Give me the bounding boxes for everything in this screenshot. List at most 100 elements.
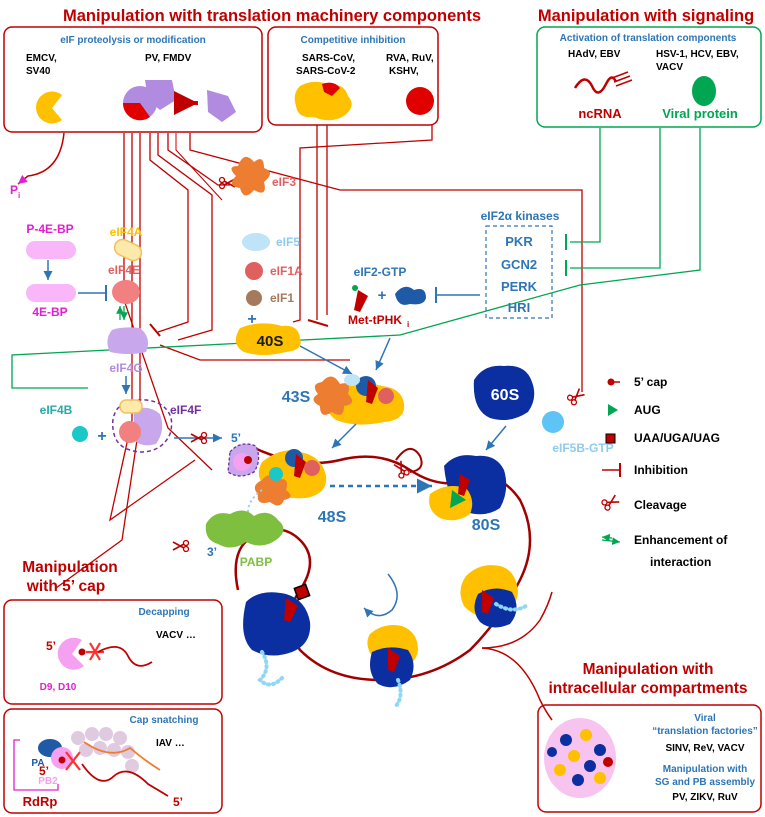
rdrp-label: RdRp [23,794,58,809]
five-prime-mrna-label: 5’ [231,431,241,445]
header-compartments-line2: intracellular compartments [549,680,748,697]
cap-snatching-five-prime-a: 5’ [39,764,49,778]
polysome-stop-icon [293,583,311,601]
header-compartments-line1: Manipulation with [583,661,714,678]
pabp-shape [205,510,284,548]
d9-d10-shape [57,637,84,670]
peptide-chain-1 [257,650,284,687]
peptide-chain-2 [494,602,528,612]
header-cap-line2: with 5’ cap [26,578,105,595]
decapping-mrna [97,646,153,667]
activation-title: Activation of translation components [560,33,737,44]
80s-label: 80S [472,517,501,534]
activation-virus-hadv: HAdV, EBV [568,49,621,60]
43s-eif1a-shape [378,388,394,404]
scissors-icon [600,492,621,512]
met-trna-shape [354,290,368,312]
4ebp-shape [26,284,76,302]
60s-label: 60S [491,387,520,404]
sg-viruses: PV, ZIKV, RuV [672,792,738,803]
activation-virus-vacv: VACV [656,62,683,73]
eif4e-red-icon [122,103,150,121]
box-decapping [3,599,223,705]
cap-snatching-viral-rna [83,741,161,771]
p4ebp-shape [26,241,76,259]
met-trna-sub: i [407,320,409,329]
eif4b-label: eIF4B [40,403,73,417]
60s-shape [473,365,535,420]
48s-eif3-shape [254,475,291,506]
48s-cap-icon [244,456,252,464]
decapping-virus: VACV … [156,630,196,641]
cap-snatching-polymerase-cluster [71,727,139,773]
eif2-shape [395,286,426,305]
enhancement-line [11,128,701,389]
eif1-label: eIF1 [270,291,294,305]
80s-aug-icon [450,490,466,508]
eif4a-shape [113,238,143,262]
eif2-gtp-label: eIF2-GTP [354,265,407,279]
viral-protein-label: Viral protein [662,106,738,121]
43s-trna-shape [366,380,378,404]
activation-line-pkr [570,128,601,243]
line-cleave-pabp [109,133,196,522]
proteolysis-virus-emcv: EMCV, [26,53,57,64]
arrow-60s-to-80s [485,425,507,451]
box-cap-snatching [3,708,223,814]
polysome-1-shape [243,592,311,656]
decapping-enzymes: D9, D10 [40,682,77,693]
compartment-brace-top [481,591,553,649]
p4ebp-label: P-4E-BP [26,222,73,236]
eif4e-shape [112,280,140,304]
enhancement-back-icon [601,533,613,542]
eif4f-label: eIF4F [170,403,201,417]
three-prime-label: 3’ [207,545,217,559]
inhibit-bar-40s [307,319,329,327]
header-machinery: Manipulation with translation machinery … [63,7,481,25]
legend-cleavage-label: Cleavage [634,498,687,512]
80s-trna-shape [458,474,470,496]
box-competitive [267,26,439,126]
48s-label: 48S [318,509,347,526]
ncrna-label: ncRNA [578,106,622,121]
rdrp-bracket [13,739,59,791]
kinase-perk: PERK [501,279,538,294]
polysome-3-trna [388,648,400,672]
polysome-2-trna [482,590,494,614]
inhibit-line-40s-c [292,125,433,323]
pi-label: P [10,183,18,197]
sg-title-line1: Manipulation with [663,764,747,775]
factory-ribosomes-cluster [547,729,613,786]
pa-label: PA [31,758,44,769]
line-to-cap-box [55,133,141,589]
eif1-shape [246,290,262,306]
cleaved-fragment-icon [207,90,236,122]
40s-label: 40S [257,333,284,350]
legend-stop-label: UAA/UGA/UAG [634,431,720,445]
cleave-line-eif4g2 [157,133,213,341]
activation-line-gcn2 [570,128,661,269]
4ebp-label: 4E-BP [32,305,67,319]
ncrna-hairpin-icon [611,71,633,87]
legend: 5’ cap AUG UAA/UGA/UAG Inhibition Cleava… [600,375,728,569]
eif4f-e-shape [119,421,141,443]
eif3-shape [231,156,270,196]
scissors-pabp-icon [172,539,190,553]
sg-title-line2: SG and PB assembly [655,777,755,788]
legend-enhancement-label: Enhancement of [634,533,728,547]
compartment-brace-bottom [481,647,553,721]
kinase-gcn2: GCN2 [501,257,537,272]
eif4g-label: eIF4G [109,361,142,375]
pi-sub-label: i [18,191,20,200]
cleave-line-eif4g [149,133,189,333]
ribosome-40s-icon [294,81,352,121]
inhibit-line-eif4g-b [159,344,350,361]
factories-title-line2: “translation factories” [652,726,758,737]
cap-snatching-five-prime-b: 5’ [173,795,183,809]
proteolysis-title: eIF proteolysis or modification [60,35,206,46]
activation-virus-hsv: HSV-1, HCV, EBV, [656,49,739,60]
pacman-yellow-icon [36,91,62,124]
kinases-box [485,225,553,319]
mrna-hairpin [395,448,423,473]
polysome-1-trna [284,598,298,622]
